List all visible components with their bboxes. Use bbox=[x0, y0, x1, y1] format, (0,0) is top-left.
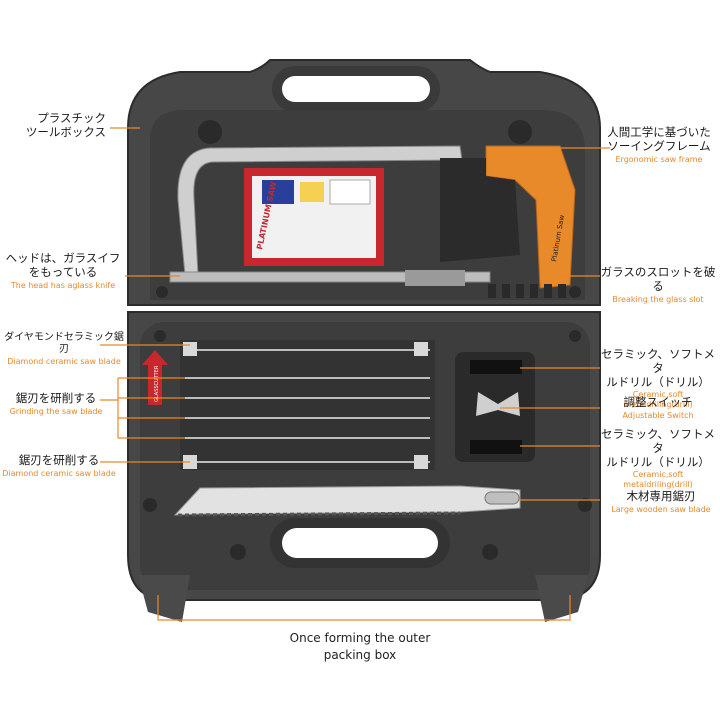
packing-box-note: Once forming the outer packing box bbox=[240, 630, 480, 665]
saw-blades bbox=[185, 349, 430, 463]
wood-blade-en: Large wooden saw blade bbox=[611, 504, 711, 514]
saw-handle bbox=[485, 145, 576, 289]
left-leg bbox=[138, 575, 190, 622]
grinding-blade-label: 鋸刃を研削する Grinding the saw blade bbox=[0, 391, 112, 416]
diamond-blade-top-label: ダイヤモンドセラミック鋸刃 Diamond ceramic saw blade bbox=[0, 332, 128, 367]
adjustable-switch-label: 調整スイッチ Adjustable Switch bbox=[600, 395, 716, 420]
drill-top-jp-1: セラミック、ソフトメタ bbox=[601, 347, 715, 375]
grinding-blade-en: Grinding the saw blade bbox=[9, 406, 103, 416]
diamond-blade-bottom-en: Diamond ceramic saw blade bbox=[2, 468, 116, 478]
glass-knife-label: ヘッドは、ガラスイフ をもっている The head has aglass kn… bbox=[2, 251, 124, 290]
diamond-blade-bottom-jp: 鋸刃を研削する bbox=[18, 453, 100, 467]
glass-slot-jp: ガラスのスロットを破る bbox=[600, 265, 716, 293]
drill-top-label: セラミック、ソフトメタ ルドリル（ドリル） Ceramic,soft metal… bbox=[598, 347, 718, 410]
drill-bottom-label: セラミック、ソフトメタ ルドリル（ドリル） Ceramic,soft metal… bbox=[598, 427, 718, 490]
ergonomic-frame-jp-2: ソーイングフレーム bbox=[607, 138, 711, 153]
packing-box-line-2: packing box bbox=[323, 648, 397, 663]
drill-top-en: Ceramic,soft metaldriling(drill) bbox=[623, 390, 693, 409]
ergonomic-frame-label: 人間工学に基づいた ソーイングフレーム Ergonomic saw frame bbox=[600, 125, 718, 164]
drill-bottom-en: Ceramic,soft metaldriling(drill) bbox=[623, 470, 693, 489]
plastic-toolbox-label: プラスチック ツールボックス bbox=[14, 111, 106, 140]
glass-slot-label: ガラスのスロットを破る Breaking the glass slot bbox=[598, 265, 718, 304]
ergonomic-frame-jp-1: 人間工学に基づいた bbox=[607, 125, 711, 139]
glass-knife-jp-2: をもっている bbox=[28, 264, 98, 279]
glass-knife-jp-1: ヘッドは、ガラスイフ bbox=[5, 251, 121, 265]
packing-box-line-1: Once forming the outer bbox=[289, 631, 431, 645]
right-leg bbox=[535, 575, 588, 622]
hacksaw-frame bbox=[177, 145, 463, 276]
plastic-toolbox-jp-1: プラスチック bbox=[37, 111, 106, 125]
adjustable-switch-en: Adjustable Switch bbox=[622, 410, 694, 420]
drill-bottom-jp-1: セラミック、ソフトメタ bbox=[601, 427, 715, 455]
diamond-blade-top-jp: ダイヤモンドセラミック鋸刃 bbox=[4, 332, 124, 355]
diamond-blade-top-en: Diamond ceramic saw blade bbox=[7, 357, 121, 366]
wood-blade-label: 木材専用鋸刃 Large wooden saw blade bbox=[604, 489, 718, 514]
glass-slot-en: Breaking the glass slot bbox=[612, 294, 704, 304]
diamond-blade-bottom-label: 鋸刃を研削する Diamond ceramic saw blade bbox=[0, 453, 118, 478]
wood-blade-jp: 木材専用鋸刃 bbox=[626, 489, 696, 503]
adjustable-switch-jp: 調整スイッチ bbox=[623, 395, 693, 409]
ergonomic-frame-en: Ergonomic saw frame bbox=[615, 154, 703, 164]
blade-holder-tray bbox=[180, 340, 435, 470]
plastic-toolbox-jp-2: ツールボックス bbox=[25, 124, 106, 139]
glass-knife-en: The head has aglass knife bbox=[10, 280, 116, 290]
hacksaw-bottom-bar bbox=[169, 271, 491, 283]
wood-saw-blade bbox=[173, 485, 521, 516]
wing-nut bbox=[476, 392, 520, 416]
grinding-blade-jp: 鋸刃を研削する bbox=[15, 391, 97, 405]
drill-top-jp-2: ルドリル（ドリル） bbox=[606, 374, 710, 389]
drill-bottom-jp-2: ルドリル（ドリル） bbox=[606, 454, 710, 469]
arrow-tag-text: GLASSCUTTER bbox=[154, 365, 160, 402]
